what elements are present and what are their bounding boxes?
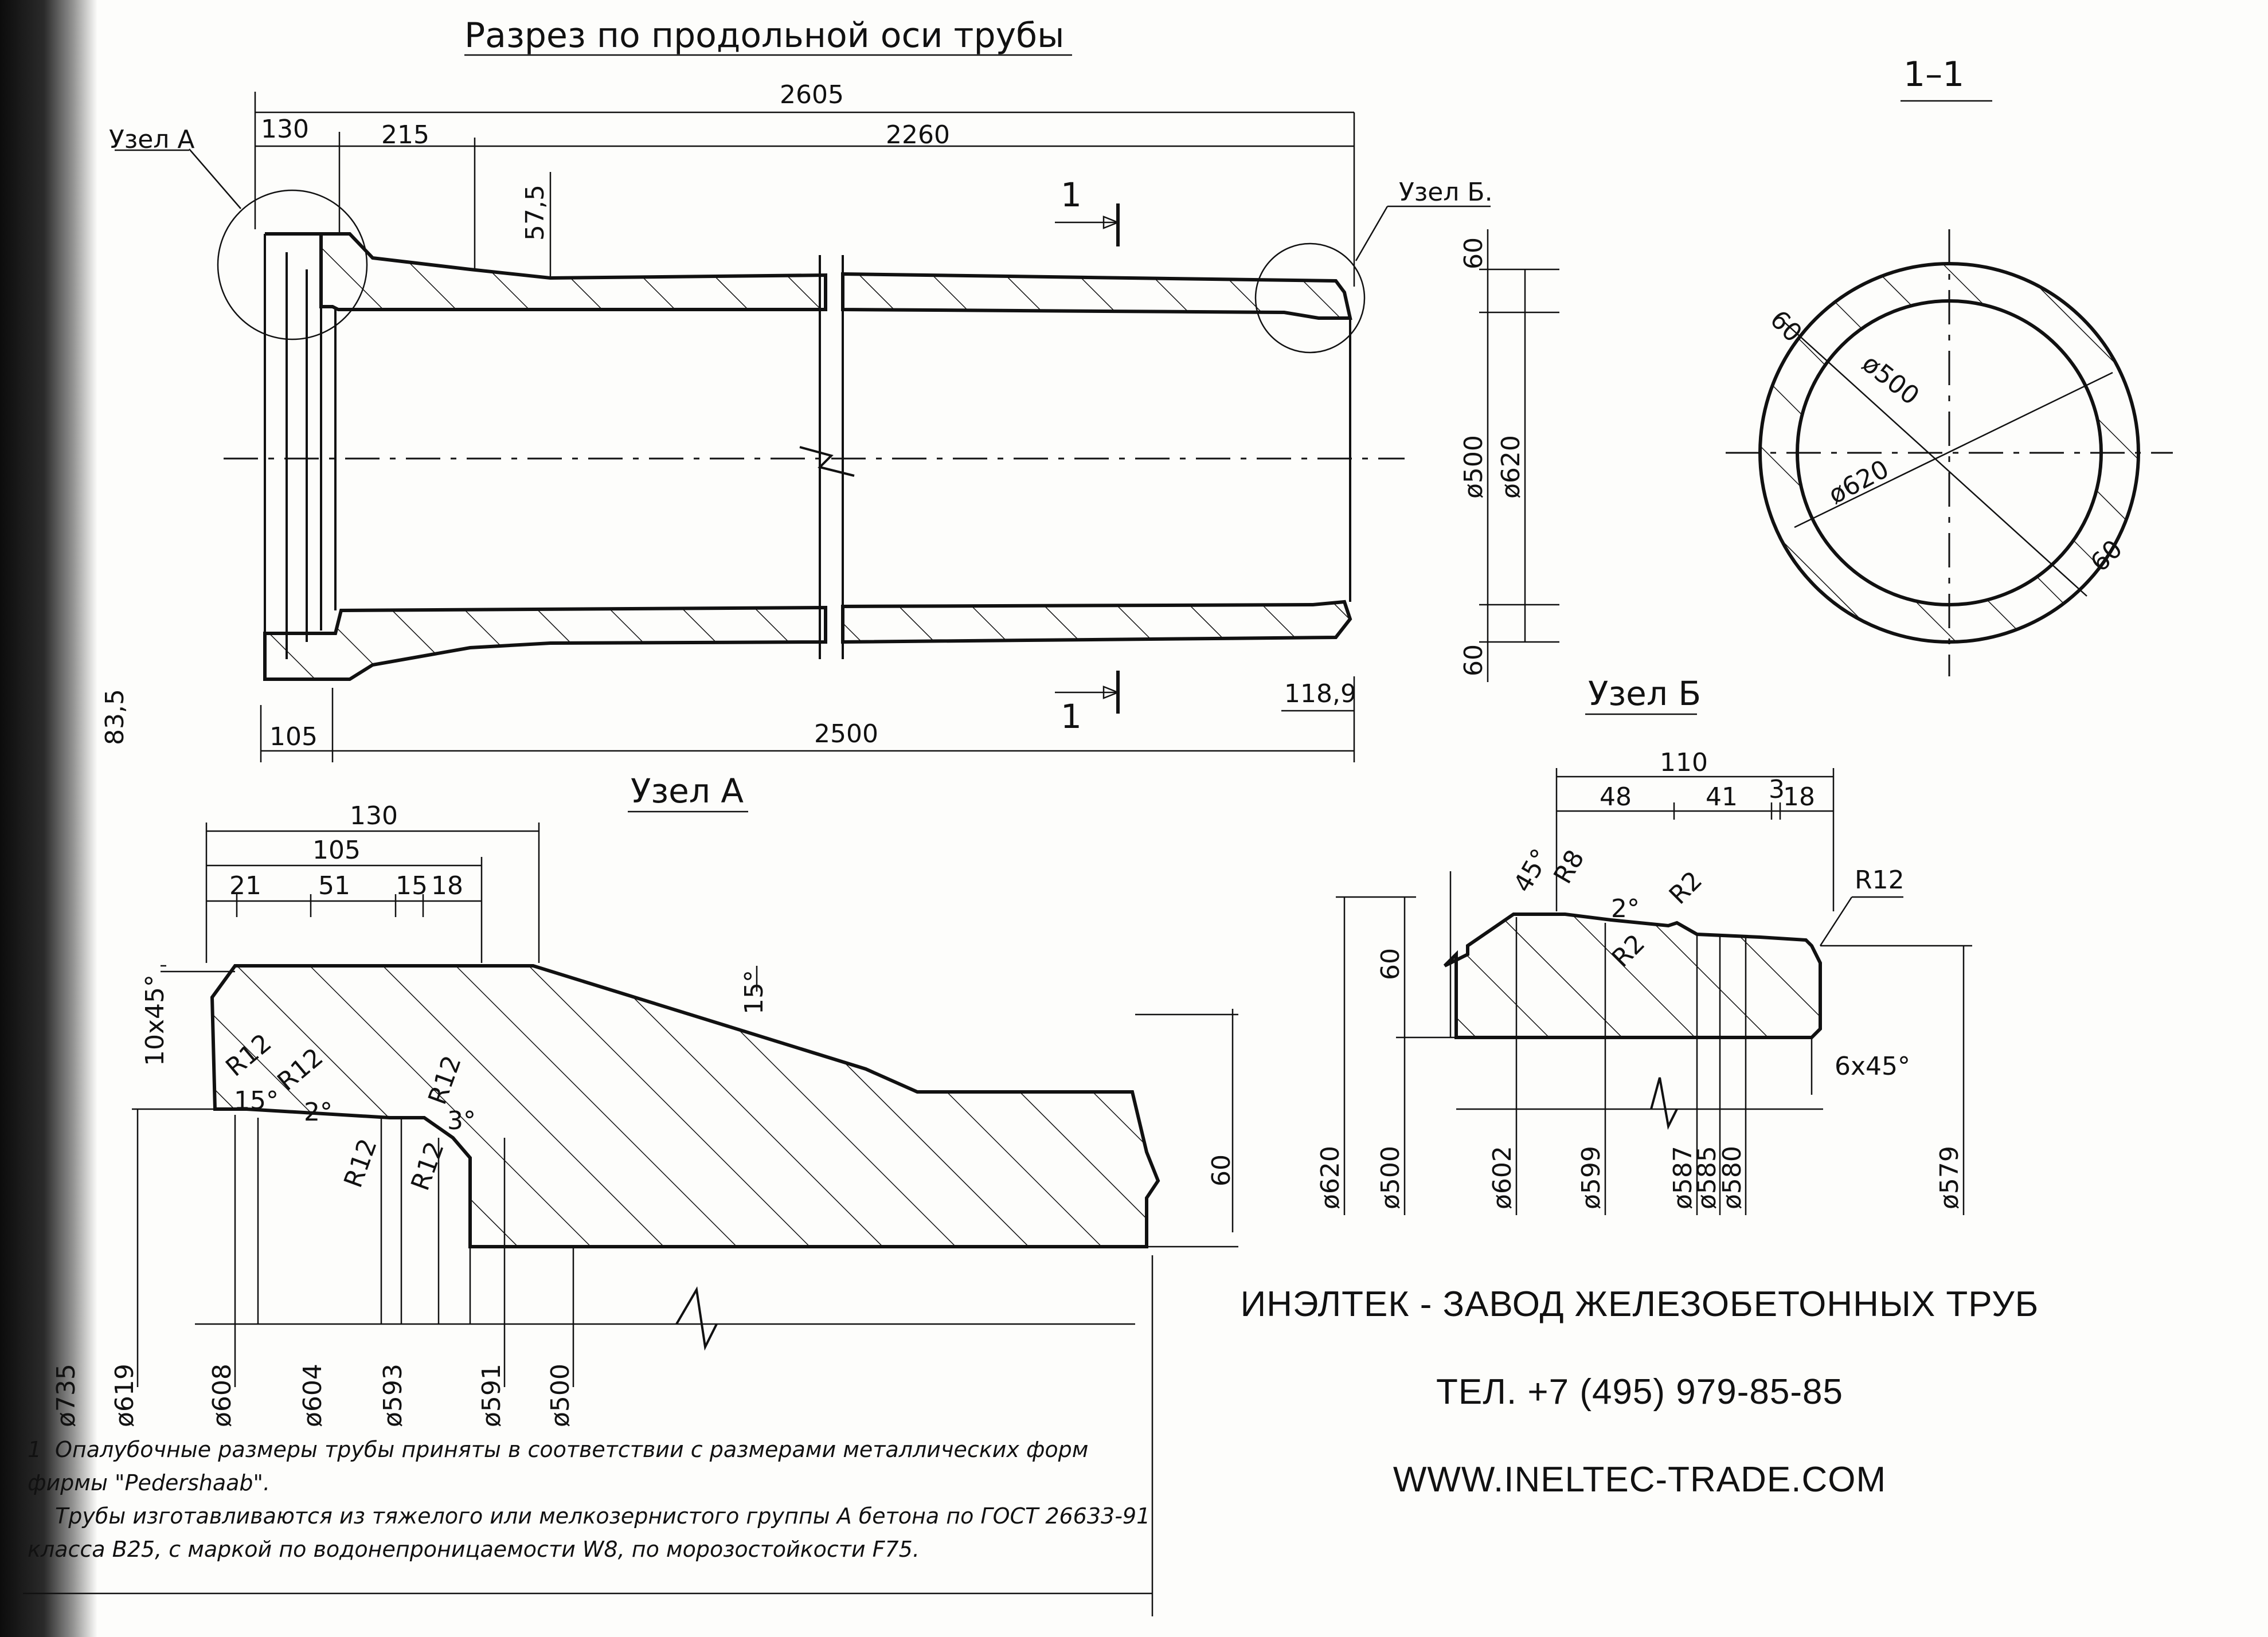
node-a-d735: ø735 bbox=[52, 1364, 81, 1427]
node-a-dim-105: 105 bbox=[312, 836, 361, 865]
node-b-d579: ø579 bbox=[1935, 1146, 1964, 1209]
node-a-d604: ø604 bbox=[298, 1364, 327, 1427]
node-b-d620: ø620 bbox=[1316, 1146, 1345, 1209]
node-b-detail: 110 48 41 3 18 45° 2° R8 bbox=[1316, 748, 1972, 1215]
note-text: Трубы изготавливаются из тяжелого или ме… bbox=[28, 1503, 1151, 1562]
dim-60-top: 60 bbox=[1459, 237, 1488, 269]
node-a-dim-21: 21 bbox=[229, 871, 261, 900]
node-b-d587: ø587 bbox=[1668, 1146, 1698, 1209]
pipe-section bbox=[115, 148, 1491, 681]
cut-mark-top: 1 bbox=[1061, 175, 1082, 214]
node-b-d585: ø585 bbox=[1692, 1146, 1722, 1209]
node-a-detail: 130 105 21 51 15 18 bbox=[52, 801, 1238, 1427]
node-b-d599: ø599 bbox=[1577, 1146, 1606, 1209]
pipe-wall-bottom-right bbox=[841, 600, 1352, 644]
node-a-dim-60: 60 bbox=[1207, 1154, 1236, 1186]
dim-2605: 2605 bbox=[780, 80, 844, 109]
dim-105: 105 bbox=[269, 722, 318, 751]
node-a-r12-d: R12 bbox=[405, 1138, 450, 1195]
note-text: Опалубочные размеры трубы приняты в соот… bbox=[28, 1437, 1089, 1495]
company-name: ИНЭЛТЕК - ЗАВОД ЖЕЛЕЗОБЕТОННЫХ ТРУБ bbox=[1240, 1284, 2039, 1324]
node-b-dim-48: 48 bbox=[1600, 782, 1632, 812]
node-b-chamfer: 6x45° bbox=[1835, 1052, 1910, 1081]
note-number: 1 bbox=[28, 1437, 42, 1462]
dim-2260: 2260 bbox=[886, 120, 950, 150]
dim-130: 130 bbox=[261, 115, 309, 144]
node-a-r12-c: R12 bbox=[338, 1135, 383, 1192]
node-a-dim-15: 15 bbox=[396, 871, 428, 900]
node-a-dim-51: 51 bbox=[318, 871, 350, 900]
dim-d620: ø620 bbox=[1496, 435, 1526, 499]
node-b-angle-2: 2° bbox=[1611, 894, 1640, 923]
node-b-dim-18: 18 bbox=[1783, 782, 1815, 812]
cut-title: 1–1 bbox=[1903, 54, 1964, 95]
company-site: WWW.INELTEC-TRADE.COM bbox=[1393, 1460, 1887, 1499]
node-b-d580: ø580 bbox=[1718, 1146, 1747, 1209]
node-a-d608: ø608 bbox=[208, 1364, 237, 1427]
dim-2500: 2500 bbox=[814, 719, 878, 749]
node-b-r12: R12 bbox=[1855, 866, 1905, 895]
section-top-dimensions: 2605 130 215 2260 57,5 bbox=[254, 80, 1355, 287]
node-b-title: Узел Б bbox=[1588, 674, 1701, 713]
company-phone: ТЕЛ. +7 (495) 979-85-85 bbox=[1436, 1372, 1843, 1412]
node-b-dim-41: 41 bbox=[1706, 782, 1738, 812]
node-a-angle-2: 2° bbox=[304, 1098, 333, 1127]
section-cut-marks: 1 1 bbox=[1055, 175, 1120, 736]
section-title: Разрез по продольной оси трубы bbox=[464, 15, 1064, 56]
dim-215: 215 bbox=[381, 120, 429, 150]
node-b-d602: ø602 bbox=[1488, 1146, 1517, 1209]
node-b-dim-3: 3 bbox=[1769, 775, 1785, 804]
node-a-angle-3: 3° bbox=[447, 1106, 476, 1135]
node-a-d591: ø591 bbox=[477, 1364, 506, 1427]
pipe-wall-top-right bbox=[841, 272, 1352, 320]
pipe-wall-bottom bbox=[263, 605, 827, 681]
node-a-angle-15-top: 15° bbox=[740, 970, 769, 1015]
node-a-angle-15: 15° bbox=[234, 1086, 279, 1115]
node-b-angle-45: 45° bbox=[1508, 844, 1555, 897]
dim-60-bottom: 60 bbox=[1459, 644, 1488, 676]
dim-d500: ø500 bbox=[1459, 435, 1488, 499]
node-b-profile bbox=[1443, 913, 1822, 1039]
section-right-dimensions: 60 ø500 ø620 60 bbox=[1459, 229, 1559, 682]
company-block: ИНЭЛТЕК - ЗАВОД ЖЕЛЕЗОБЕТОННЫХ ТРУБ ТЕЛ.… bbox=[1227, 1284, 2052, 1547]
node-b-r2-a: R2 bbox=[1664, 866, 1708, 910]
scan-shadow-edge bbox=[0, 0, 97, 1637]
node-b-d500: ø500 bbox=[1376, 1146, 1405, 1209]
note-item: Трубы изготавливаются из тяжелого или ме… bbox=[28, 1499, 1174, 1566]
dim-118-9: 118,9 bbox=[1284, 679, 1356, 708]
node-a-dim-130: 130 bbox=[350, 801, 398, 831]
node-b-callout: Узел Б. bbox=[1399, 178, 1493, 207]
node-b-dim-60: 60 bbox=[1376, 948, 1405, 980]
node-b-r8: R8 bbox=[1548, 845, 1590, 888]
node-a-callout: Узел А bbox=[109, 125, 195, 154]
node-b-dim-110: 110 bbox=[1660, 748, 1708, 777]
node-a-d619: ø619 bbox=[110, 1364, 139, 1427]
pipe-wall-top bbox=[265, 232, 827, 311]
node-a-d500: ø500 bbox=[546, 1364, 575, 1427]
cut-mark-bottom: 1 bbox=[1061, 697, 1082, 736]
dim-57-5: 57,5 bbox=[521, 185, 550, 241]
left-edge-dim: 83,5 bbox=[100, 689, 130, 745]
cross-section-1-1: 60 ø500 ø620 60 bbox=[1726, 229, 2173, 676]
node-a-title: Узел А bbox=[631, 771, 744, 810]
section-bottom-dimensions: 105 2500 118,9 bbox=[260, 676, 1356, 762]
node-a-dim-18: 18 bbox=[431, 871, 463, 900]
node-a-chamfer: 10x45° bbox=[140, 974, 170, 1066]
node-a-d593: ø593 bbox=[378, 1364, 408, 1427]
node-a-profile bbox=[210, 964, 1160, 1248]
